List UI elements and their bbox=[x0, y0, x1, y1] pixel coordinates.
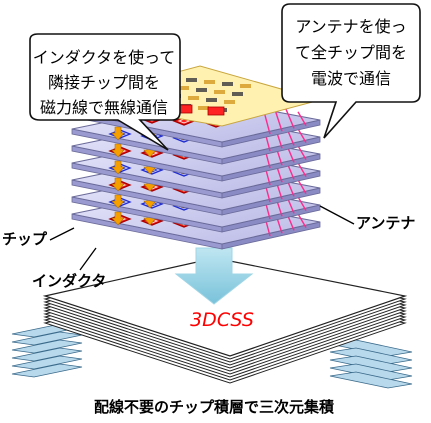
card-pin bbox=[11, 339, 83, 354]
antenna-stripe bbox=[297, 128, 307, 143]
antenna-stripe bbox=[297, 179, 307, 194]
card-top-sheet bbox=[42, 257, 408, 357]
inductor-label: インダクタ bbox=[32, 272, 106, 290]
card-pin bbox=[329, 371, 413, 389]
antenna-stripe bbox=[297, 196, 307, 211]
antenna-leader-line bbox=[319, 205, 355, 225]
caption: 配線不要のチップ積層で三次元集積 bbox=[94, 398, 335, 416]
top-chip-circuit bbox=[222, 82, 233, 86]
card-stack: 3DCSS bbox=[11, 257, 413, 389]
left-callout-line-1: インダクタを使って bbox=[33, 48, 176, 67]
card-pin bbox=[11, 355, 83, 370]
top-chip-circuit bbox=[224, 100, 235, 104]
top-chip-circuit bbox=[178, 86, 189, 90]
chip-leader-line bbox=[49, 227, 75, 241]
antenna-stripe bbox=[297, 145, 307, 160]
antenna-stripe bbox=[285, 108, 295, 129]
top-chip-circuit bbox=[198, 106, 209, 110]
right-callout-line-3: 電波で通信 bbox=[311, 69, 391, 88]
top-chip-circuit bbox=[196, 88, 207, 92]
left-callout-bubble bbox=[29, 33, 181, 151]
inductor-leader-line bbox=[79, 247, 97, 271]
right-callout-line-1: アンテナを使っ bbox=[295, 17, 406, 36]
antenna-label: アンテナ bbox=[356, 214, 415, 232]
antenna-stripe bbox=[297, 162, 307, 177]
top-chip-circuit bbox=[206, 98, 217, 102]
left-callout-line-2: 隣接チップ間を bbox=[48, 73, 160, 92]
antenna-stripe bbox=[297, 213, 307, 228]
right-callout-bubble bbox=[281, 3, 421, 139]
top-chip-circuit bbox=[214, 90, 225, 94]
antenna-stripe bbox=[297, 111, 307, 126]
inductor-coil bbox=[177, 118, 191, 124]
left-callout: インダクタを使って 隣接チップ間を 磁力線で無線通信 bbox=[29, 33, 181, 151]
chip-label: チップ bbox=[2, 230, 48, 248]
coupling-arrow bbox=[111, 126, 125, 141]
top-chip-circuit bbox=[188, 96, 199, 100]
card-pins-right bbox=[329, 339, 413, 389]
card-pin bbox=[11, 347, 83, 362]
card-pins-left bbox=[11, 323, 83, 378]
coupling-arrow bbox=[111, 211, 125, 226]
card-label: 3DCSS bbox=[190, 309, 254, 331]
top-chip-pad bbox=[207, 106, 225, 116]
right-callout: アンテナを使っ て全チップ間を 電波で通信 bbox=[281, 3, 421, 139]
card-pin bbox=[11, 363, 83, 378]
right-callout-line-2: て全チップ間を bbox=[295, 43, 407, 62]
coupling-arrow bbox=[111, 194, 125, 209]
coupling-arrow bbox=[111, 177, 125, 192]
down-arrow bbox=[174, 247, 254, 305]
top-chip-circuit bbox=[240, 84, 251, 88]
top-chip-circuit bbox=[186, 78, 197, 82]
top-chip-circuit bbox=[232, 92, 243, 96]
top-chip-circuit bbox=[204, 80, 215, 84]
coupling-arrow bbox=[111, 143, 125, 158]
coupling-arrow bbox=[111, 160, 125, 175]
left-callout-line-3: 磁力線で無線通信 bbox=[40, 98, 168, 117]
